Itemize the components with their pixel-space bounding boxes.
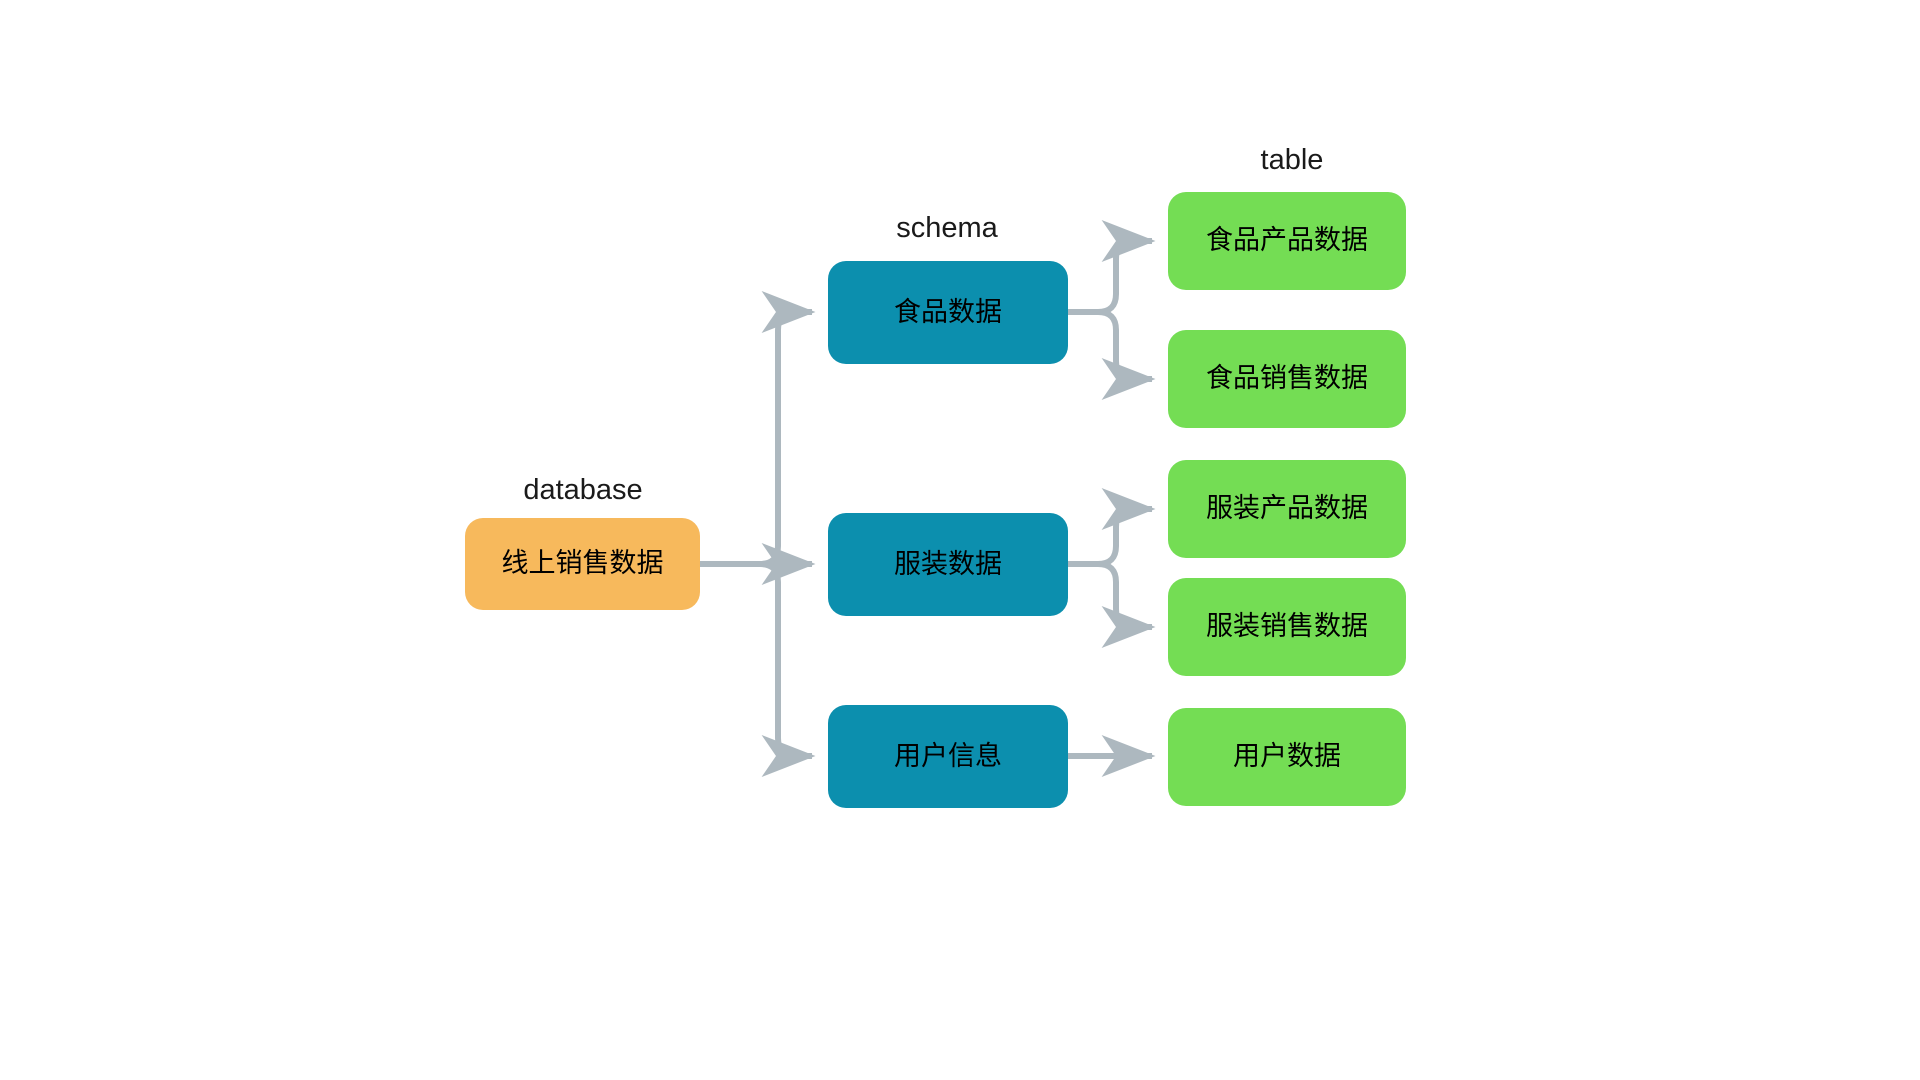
edge-schema-food-to-table-food-sales — [1068, 309, 1156, 400]
node-label: 线上销售数据 — [501, 548, 664, 579]
edge-schema-clothing-to-table-clothing-sales — [1068, 561, 1156, 648]
node-schema-user[interactable]: 用户信息 — [828, 705, 1068, 808]
edge-db-to-schema-food — [700, 291, 816, 567]
node-label: 用户数据 — [1233, 741, 1341, 772]
edge-schema-food-to-table-food-product — [1068, 220, 1156, 315]
node-table-user-data[interactable]: 用户数据 — [1168, 708, 1406, 806]
node-table-clothing-sales[interactable]: 服装销售数据 — [1168, 578, 1406, 676]
node-label: 服装数据 — [894, 548, 1002, 579]
node-label: 食品销售数据 — [1206, 363, 1368, 394]
node-database-online-sales[interactable]: 线上销售数据 — [465, 518, 700, 610]
node-label: 食品数据 — [894, 296, 1002, 327]
node-table-food-product[interactable]: 食品产品数据 — [1168, 192, 1406, 290]
group-label-database: database — [523, 474, 643, 506]
node-table-clothing-product[interactable]: 服装产品数据 — [1168, 460, 1406, 558]
node-label: 食品产品数据 — [1206, 225, 1368, 256]
node-schema-clothing[interactable]: 服装数据 — [828, 513, 1068, 616]
node-label: 服装销售数据 — [1206, 611, 1368, 642]
node-label: 服装产品数据 — [1206, 493, 1368, 524]
node-table-food-sales[interactable]: 食品销售数据 — [1168, 330, 1406, 428]
edge-db-to-schema-user — [700, 561, 816, 777]
node-label: 用户信息 — [894, 740, 1002, 771]
group-label-table: table — [1260, 144, 1324, 176]
node-schema-food[interactable]: 食品数据 — [828, 261, 1068, 364]
group-label-schema: schema — [896, 212, 998, 244]
edge-schema-clothing-to-table-clothing-product — [1068, 488, 1156, 567]
